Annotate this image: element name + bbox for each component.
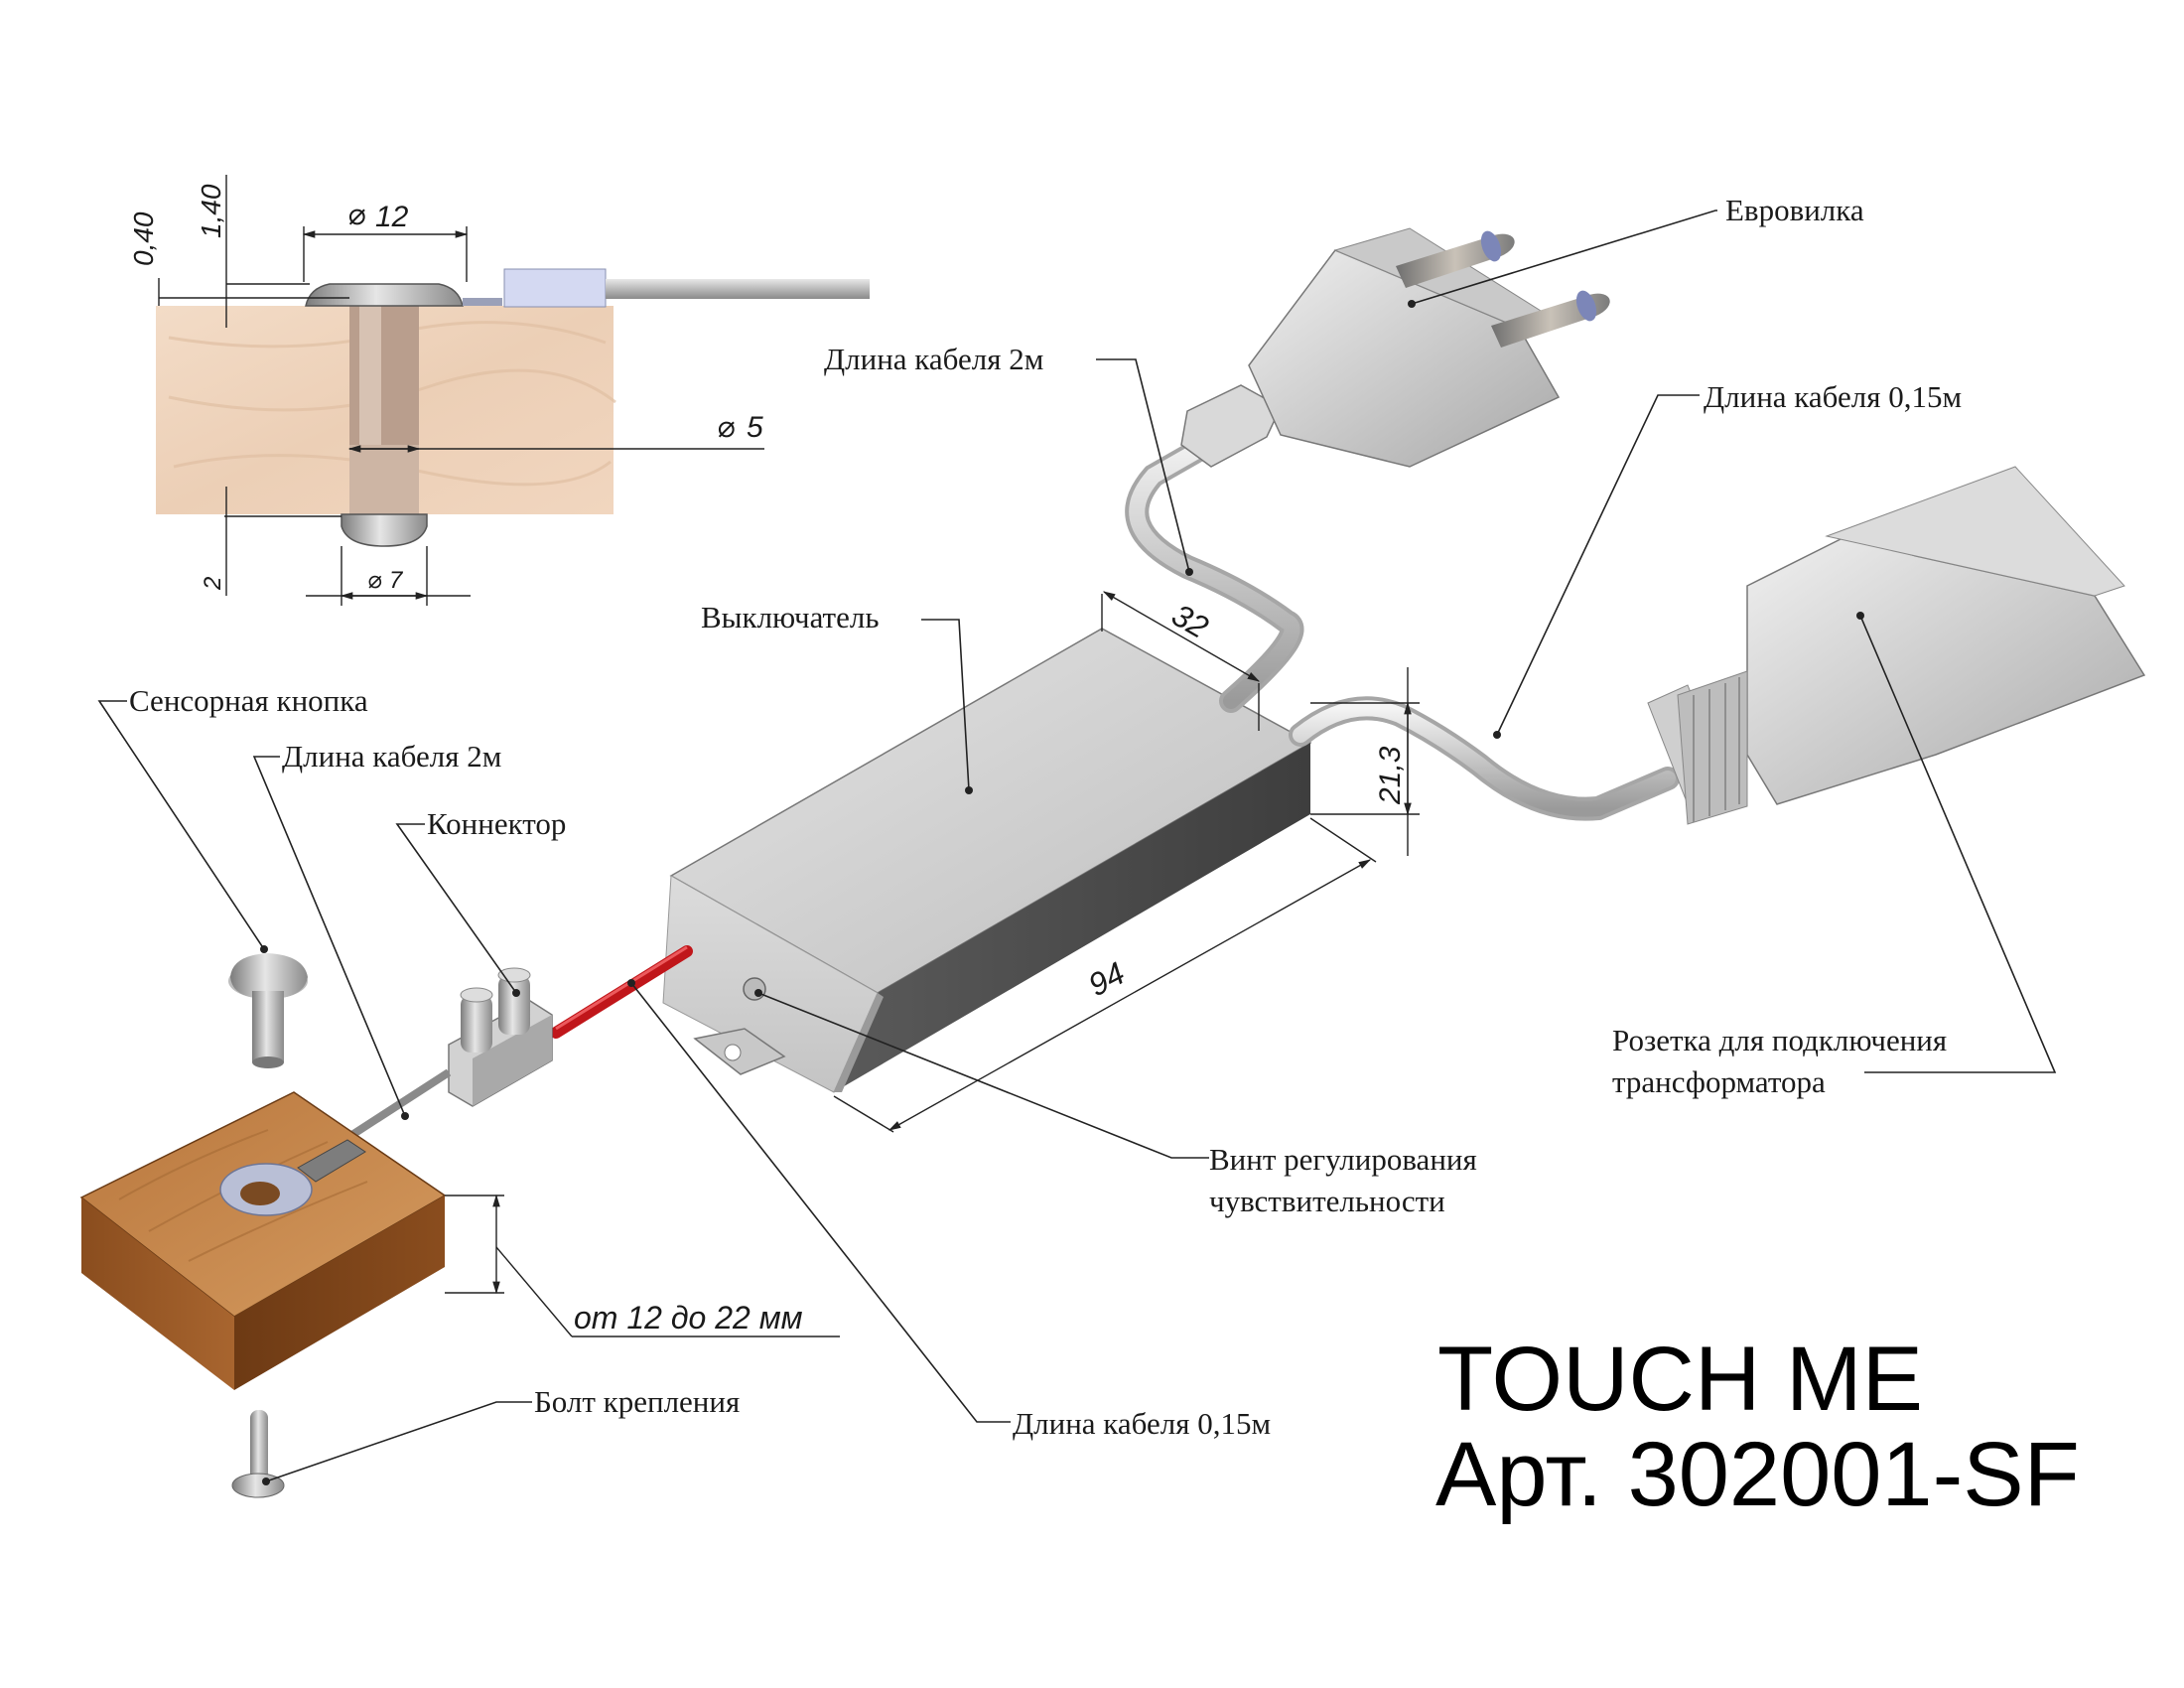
connector: [344, 967, 553, 1142]
terminal-sleeve: [503, 268, 607, 308]
svg-text:⌀: ⌀: [367, 567, 382, 594]
dim-box-length: 94: [1082, 955, 1130, 1003]
label-cable-015-bottom: Длина кабеля 0,15м: [1013, 1406, 1271, 1441]
sensitivity-screw: [743, 977, 766, 1001]
terminal-plate: [463, 298, 502, 306]
callout-labels: Евровилка Длина кабеля 2м Длина кабеля 0…: [129, 193, 1962, 1441]
transformer-socket: [1647, 466, 2146, 825]
wood-block: [79, 1091, 447, 1390]
callout-leaders: [97, 210, 2057, 1485]
label-bolt: Болт крепления: [534, 1384, 740, 1419]
dim-box-height: 21,3: [1374, 746, 1407, 805]
dim-h040: 0,40: [128, 211, 159, 266]
svg-text:⌀: ⌀: [717, 411, 735, 444]
red-cable: [550, 945, 693, 1039]
label-cable-2m-left: Длина кабеля 2м: [282, 739, 501, 774]
label-socket-line1: Розетка для подключения: [1612, 1023, 1947, 1057]
euro-plug: [1180, 227, 1610, 468]
dim-box-width: 32: [1166, 597, 1215, 645]
label-evrovilka: Евровилка: [1725, 193, 1864, 227]
title-block: TOUCH ME Арт. 302001-SF: [1435, 1329, 2080, 1525]
label-connector: Коннектор: [427, 806, 566, 841]
bottom-nut-section: [341, 513, 428, 547]
sensor-button: [228, 953, 308, 1068]
dim-h2: 2: [200, 577, 226, 591]
cable-section: [606, 279, 870, 299]
dim-d12-label: ⌀: [347, 199, 365, 231]
button-head-section: [305, 283, 464, 307]
label-switch: Выключатель: [701, 600, 879, 634]
switch-box: [662, 628, 1312, 1093]
dim-d5-value: 5: [747, 411, 763, 444]
dim-d12-value: 12: [375, 201, 409, 233]
label-screw-line2: чувствительности: [1209, 1184, 1445, 1218]
dim-thickness: от 12 до 22 мм: [574, 1300, 803, 1336]
section-view: ⌀ 12 ⌀ 5 ⌀ 7 0,40 1,40 2: [128, 175, 870, 606]
dim-d7-value: 7: [389, 567, 404, 594]
product-name: TOUCH ME: [1437, 1329, 1923, 1430]
label-cable-015-top: Длина кабеля 0,15м: [1704, 379, 1962, 414]
label-sensor-button: Сенсорная кнопка: [129, 683, 368, 718]
cables: [550, 424, 1680, 1039]
article-number: Арт. 302001-SF: [1435, 1424, 2080, 1525]
mounting-bolt: [231, 1410, 285, 1498]
label-screw-line1: Винт регулирования: [1209, 1142, 1477, 1177]
label-cable-2m-top: Длина кабеля 2м: [824, 342, 1043, 376]
dim-h140: 1,40: [196, 184, 226, 238]
label-socket-line2: трансформатора: [1612, 1064, 1826, 1099]
